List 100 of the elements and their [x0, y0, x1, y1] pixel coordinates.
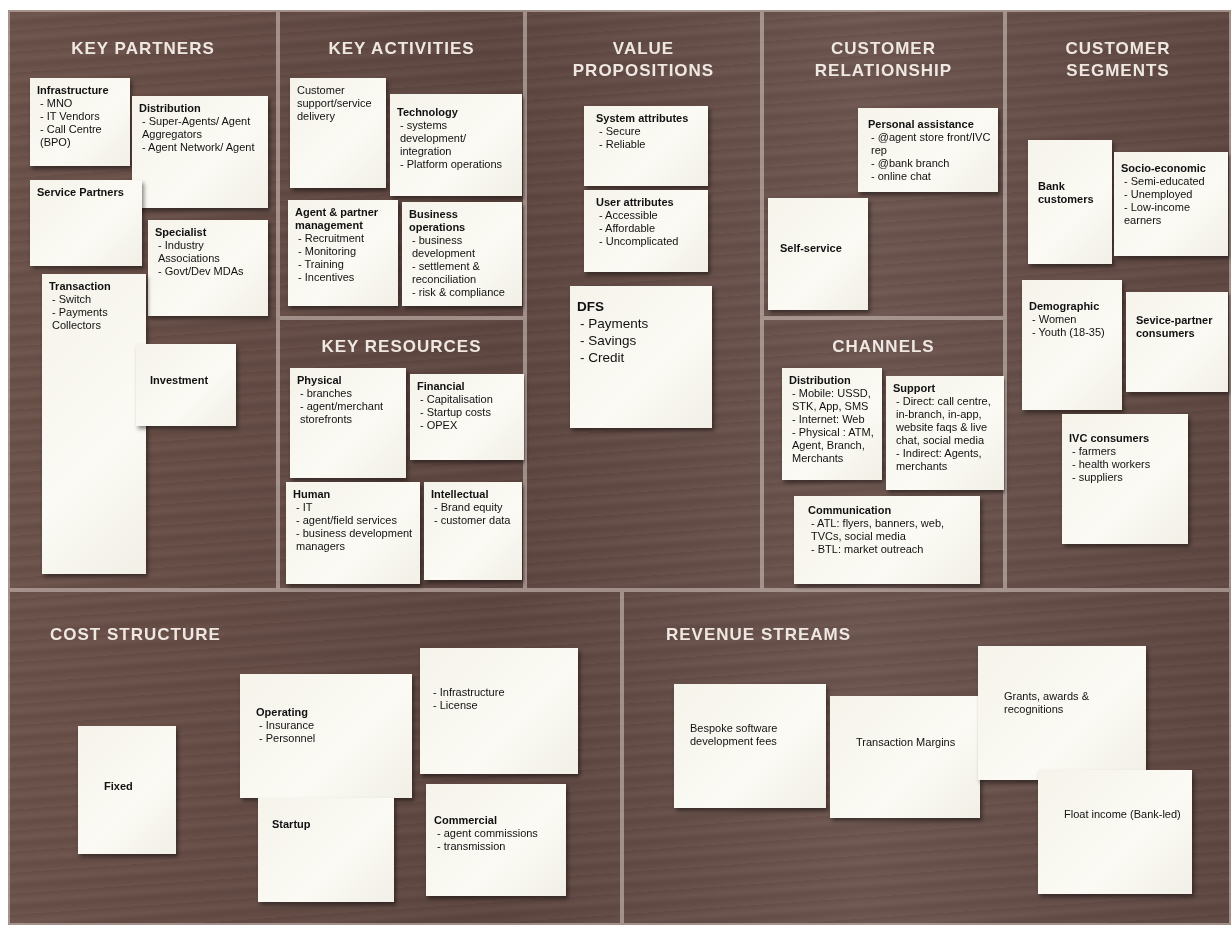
note-heading: Technology: [397, 106, 459, 119]
sticky-note: [132, 96, 268, 208]
canvas-section: [1005, 10, 1231, 590]
sticky-note: [30, 180, 142, 266]
note-text: - Agent Network/ Agent: [141, 141, 256, 154]
note-heading: Distribution: [789, 374, 852, 387]
note-heading: Distribution: [139, 102, 202, 115]
note-text: - IT: [295, 501, 314, 514]
canvas-section: [8, 10, 278, 590]
sticky-note: [674, 684, 826, 808]
sticky-note: [410, 374, 524, 460]
canvas-section: [525, 10, 762, 590]
note-heading: Startup: [272, 818, 312, 831]
sticky-note: [1038, 770, 1192, 894]
sticky-note: [390, 94, 522, 196]
sticky-note: [424, 482, 522, 580]
note-text: - Physical : ATM, Agent, Branch, Merchants: [791, 426, 875, 465]
note-text: - agent commissions: [436, 827, 539, 840]
section-heading: CHANNELS: [831, 336, 936, 358]
sticky-note: [78, 726, 176, 854]
note-text: - BTL: market outreach: [810, 543, 925, 556]
sticky-note: [978, 646, 1146, 780]
note-text: - Accessible: [598, 209, 659, 222]
note-heading: Socio-economic: [1121, 162, 1207, 175]
note-text: - Govt/Dev MDAs: [157, 265, 245, 278]
canvas-section: [278, 10, 525, 318]
sticky-note: [258, 798, 394, 902]
note-text: - risk & compliance: [411, 286, 506, 299]
note-text: - Payments: [579, 315, 650, 332]
note-text: - Platform operations: [399, 158, 504, 171]
note-heading: Business operations: [409, 208, 467, 234]
note-text: - customer data: [433, 514, 512, 527]
note-heading: Agent & partner management: [295, 206, 380, 232]
note-text: - Industry Associations: [157, 239, 221, 265]
sticky-note: [426, 784, 566, 896]
note-text: - farmers: [1071, 445, 1117, 458]
note-heading: System attributes: [596, 112, 690, 125]
note-heading: Human: [293, 488, 332, 501]
sticky-note: [148, 220, 268, 316]
section-heading: VALUE PROPOSITIONS: [571, 38, 716, 82]
note-text: - Low-income earners: [1123, 201, 1192, 227]
sticky-note: [240, 674, 412, 798]
note-text: - @agent store front/IVC rep: [870, 131, 991, 157]
note-text: - Capitalisation: [419, 393, 494, 406]
note-text: - IT Vendors: [39, 110, 101, 123]
section-heading: KEY ACTIVITIES: [327, 38, 476, 60]
note-text: Transaction Margins: [856, 736, 957, 749]
note-text: - Payments Collectors: [51, 306, 109, 332]
sticky-note: [420, 648, 578, 774]
note-text: - branches: [299, 387, 353, 400]
note-text: - OPEX: [419, 419, 459, 432]
sticky-note: [794, 496, 980, 584]
note-heading: Personal assistance: [868, 118, 975, 131]
note-heading: Intellectual: [431, 488, 490, 501]
note-text: - settlement & reconciliation: [411, 260, 481, 286]
section-heading: KEY PARTNERS: [70, 38, 216, 60]
note-text: - Internet: Web: [791, 413, 866, 426]
note-text: - business development managers: [295, 527, 413, 553]
section-heading: CUSTOMER SEGMENTS: [1064, 38, 1172, 82]
note-text: - Youth (18-35): [1031, 326, 1106, 339]
note-text: - suppliers: [1071, 471, 1124, 484]
note-heading: Operating: [256, 706, 309, 719]
note-heading: Communication: [808, 504, 893, 517]
note-heading: IVC consumers: [1069, 432, 1151, 445]
sticky-note: [858, 108, 998, 192]
sticky-note: [288, 200, 398, 306]
note-text: - health workers: [1071, 458, 1152, 471]
note-heading: Service Partners: [37, 186, 125, 199]
note-text: - Switch: [51, 293, 93, 306]
note-text: - Savings: [579, 332, 638, 349]
note-text: - Secure: [598, 125, 642, 138]
sticky-note: [830, 696, 980, 818]
note-heading: Demographic: [1029, 300, 1101, 313]
note-text: - systems development/ integration: [399, 119, 468, 158]
sticky-note: [290, 78, 386, 188]
note-heading: Sevice-partner consumers: [1136, 314, 1214, 340]
note-heading: User attributes: [596, 196, 675, 209]
note-text: Customer support/service delivery: [297, 84, 373, 123]
note-text: - Unemployed: [1123, 188, 1194, 201]
sticky-note: [286, 482, 420, 584]
note-text: - Direct: call centre, in-branch, in-app, website faqs & live chat, social media: [895, 395, 992, 447]
note-heading: Self-service: [780, 242, 843, 255]
note-text: - Women: [1031, 313, 1078, 326]
canvas-section: [622, 590, 1231, 925]
note-text: - Insurance: [258, 719, 316, 732]
canvas-section: [762, 10, 1005, 318]
note-text: - Incentives: [297, 271, 356, 284]
note-heading: Physical: [297, 374, 343, 387]
note-text: - Super-Agents/ Agent Aggregators: [141, 115, 252, 141]
sticky-note: [886, 376, 1004, 490]
sticky-note: [1022, 280, 1122, 410]
note-text: - Semi-educated: [1123, 175, 1206, 188]
sticky-note: [584, 190, 708, 272]
note-heading: Infrastructure: [37, 84, 110, 97]
section-heading: KEY RESOURCES: [320, 336, 483, 358]
note-text: - ATL: flyers, banners, web, TVCs, social media: [810, 517, 946, 543]
note-heading: Financial: [417, 380, 466, 393]
sticky-note: [1028, 140, 1112, 264]
sticky-note: [768, 198, 868, 310]
section-heading: COST STRUCTURE: [49, 624, 222, 646]
